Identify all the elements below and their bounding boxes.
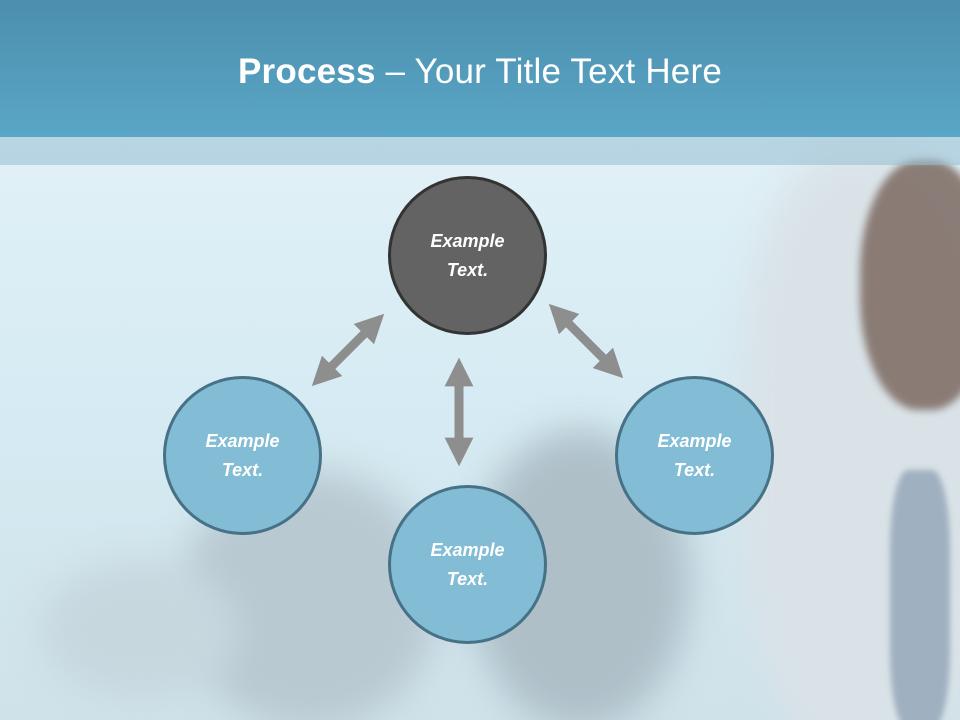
bottom-node-label: Example Text.: [430, 539, 505, 589]
arrow-top-right: [548, 303, 624, 379]
title-bold: Process: [238, 52, 376, 91]
right-node-label: Example Text.: [657, 430, 732, 480]
left-node-label: Example Text.: [205, 430, 280, 480]
title-bar: [0, 0, 960, 137]
bottom-node: Example Text.: [388, 485, 547, 644]
arrow-top-left: [311, 313, 385, 387]
slide-title: Process – Your Title Text Here: [0, 52, 960, 92]
title-rest: – Your Title Text Here: [375, 52, 722, 91]
background-tie: [890, 470, 950, 720]
top-node: Example Text.: [388, 176, 547, 335]
title-band: [0, 137, 960, 165]
right-node: Example Text.: [615, 376, 774, 535]
background-face: [860, 160, 960, 410]
left-node: Example Text.: [163, 376, 322, 535]
top-node-label: Example Text.: [430, 230, 505, 280]
background-blur: [40, 560, 240, 700]
